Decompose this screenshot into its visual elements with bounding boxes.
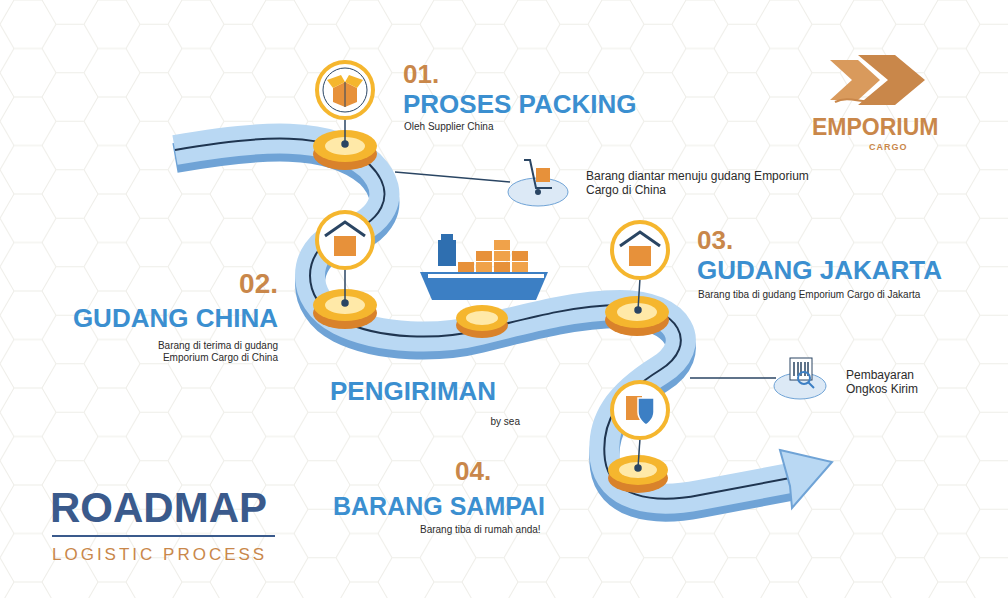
title-underline	[52, 535, 275, 537]
step-note: by sea	[491, 416, 520, 428]
diagram-title: ROADMAP	[50, 484, 267, 532]
callout-note: Barang diantar menuju gudang Emporium Ca…	[586, 170, 831, 198]
logo-subtitle: CARGO	[869, 142, 908, 152]
step-note: Barang tiba di gudang Emporium Cargo di …	[698, 289, 920, 301]
step-heading: PROSES PACKING	[403, 90, 637, 120]
step-number: 01.	[403, 60, 439, 90]
step-icons	[317, 62, 826, 438]
step-number: 02.	[239, 268, 278, 300]
step-note: Barang di terima di gudang Emporium Carg…	[123, 340, 278, 363]
step-heading: GUDANG JAKARTA	[697, 256, 942, 286]
subtitle: LOGISTIC PROCESS	[52, 545, 267, 565]
step-number: 04.	[455, 457, 491, 487]
step-note: Oleh Supplier China	[404, 121, 494, 133]
step-heading: GUDANG CHINA	[73, 304, 278, 334]
cargo-ship	[420, 234, 548, 300]
cargo-logo	[830, 55, 925, 105]
step-number: 03.	[697, 226, 733, 256]
step-heading: PENGIRIMAN	[330, 377, 496, 407]
step-heading: BARANG SAMPAI	[333, 492, 545, 521]
callout-note: Pembayaran Ongkos Kirim	[846, 369, 946, 397]
step-note: Barang tiba di rumah anda!	[420, 524, 541, 536]
logo-name: EMPORIUM	[812, 114, 939, 140]
